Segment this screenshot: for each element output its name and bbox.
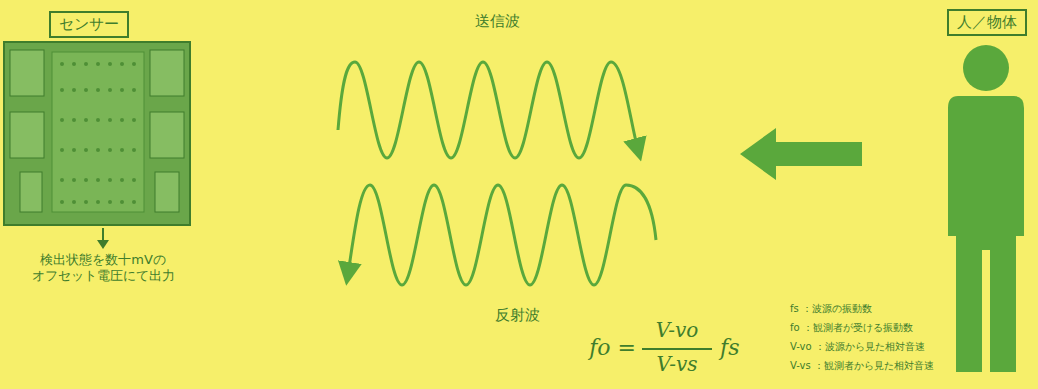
- sensor-board: [4, 42, 190, 225]
- approach-arrow: [740, 128, 862, 180]
- symbol-note: fo ：観測者が受ける振動数: [790, 322, 913, 335]
- object-tag: 人／物体: [947, 9, 1027, 36]
- node-text: センサー: [59, 15, 119, 34]
- output-arrow: [97, 228, 109, 249]
- symbol-note: V-vo ：波源から見た相対音速: [790, 341, 925, 354]
- formula-term: fs: [720, 334, 739, 362]
- wave-label: 送信波: [475, 12, 520, 31]
- reflected-wave: [348, 185, 656, 285]
- fraction-bar: [642, 348, 712, 350]
- person-figure: [948, 45, 1024, 372]
- node-text: 人／物体: [957, 13, 1017, 32]
- symbol-note: fs ：波源の振動数: [790, 303, 872, 316]
- sensor-tag: センサー: [49, 11, 129, 38]
- symbol-note: V-vs ：観測者から見た相対音速: [790, 360, 934, 373]
- wave-label: 反射波: [495, 306, 540, 325]
- formula-denominator: V-vs: [657, 352, 698, 377]
- formula-numerator: V-vo: [656, 318, 699, 343]
- output-note: 検出状態を数十mVの オフセット電圧にて出力: [27, 252, 179, 285]
- transmitted-wave: [338, 62, 638, 158]
- formula-term: fo =: [589, 334, 636, 362]
